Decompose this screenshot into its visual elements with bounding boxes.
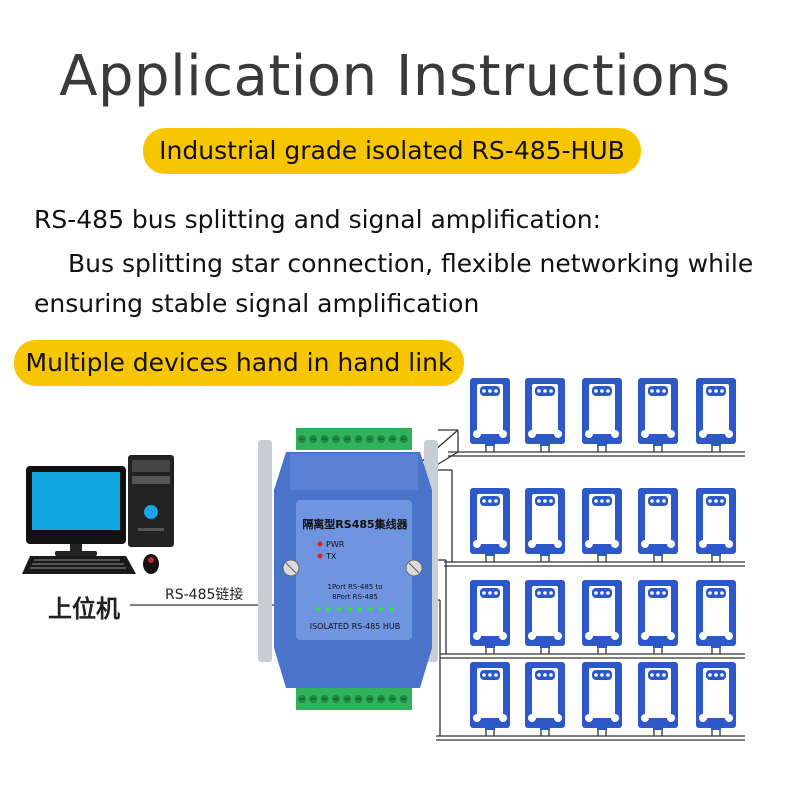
mouse <box>143 554 159 574</box>
slave-devices <box>470 378 736 730</box>
page-title: Application Instructions <box>59 44 731 109</box>
hub-rail-left <box>258 440 272 662</box>
port-led <box>315 606 321 612</box>
host-computer <box>22 455 174 574</box>
slave-device <box>696 488 736 556</box>
description-line-3: ensuring stable signal amplification <box>34 289 480 318</box>
port-led <box>389 606 394 612</box>
description-line-2: Bus splitting star connection, flexible … <box>68 249 754 278</box>
slave-device <box>582 662 622 730</box>
slave-device <box>696 580 736 648</box>
port-led <box>326 606 331 612</box>
power-button-icon <box>144 505 158 519</box>
monitor-base <box>55 551 97 556</box>
port-line-2: 8Port RS-485 <box>332 593 378 601</box>
slave-device <box>470 580 510 648</box>
slave-device <box>582 378 622 446</box>
terminal-block-bottom <box>296 688 412 710</box>
port-led <box>368 606 373 612</box>
slave-device <box>525 662 565 730</box>
slave-device <box>470 378 510 446</box>
rs485-hub: 隔离型RS485集线器 PWR TX 1Port RS-485 to 8Port… <box>258 428 438 710</box>
slave-device <box>582 580 622 648</box>
badge-pill: Multiple devices hand in hand link <box>14 340 464 386</box>
port-led <box>347 606 352 612</box>
link-label: RS-485链接 <box>165 587 244 603</box>
slave-device <box>525 488 565 556</box>
port-line-1: 1Port RS-485 to <box>327 583 382 591</box>
hub-name-label: 隔离型RS485集线器 <box>302 517 408 531</box>
pwr-led <box>317 541 323 547</box>
slave-device <box>638 488 678 556</box>
monitor-neck <box>70 544 82 552</box>
slave-device <box>470 488 510 556</box>
monitor-screen <box>32 472 120 530</box>
port-led <box>378 606 384 612</box>
slave-device <box>470 662 510 730</box>
terminal-block-top <box>296 428 412 450</box>
pwr-label: PWR <box>326 540 345 549</box>
slave-device <box>638 580 678 648</box>
slave-device <box>638 662 678 730</box>
slave-device <box>696 378 736 446</box>
bus-wires <box>411 429 745 741</box>
slave-device <box>638 378 678 446</box>
description-line-1: RS-485 bus splitting and signal amplific… <box>34 205 602 234</box>
slave-device <box>582 488 622 556</box>
subtitle-pill: Industrial grade isolated RS-485-HUB <box>143 128 641 174</box>
tx-label: TX <box>325 552 337 561</box>
slave-device <box>525 378 565 446</box>
tx-led <box>317 553 323 559</box>
slave-device <box>696 662 736 730</box>
slave-device <box>525 580 565 648</box>
hub-model-label: ISOLATED RS-485 HUB <box>310 622 401 631</box>
host-label: 上位机 <box>48 595 120 623</box>
port-led <box>336 606 342 612</box>
port-led <box>357 606 363 612</box>
